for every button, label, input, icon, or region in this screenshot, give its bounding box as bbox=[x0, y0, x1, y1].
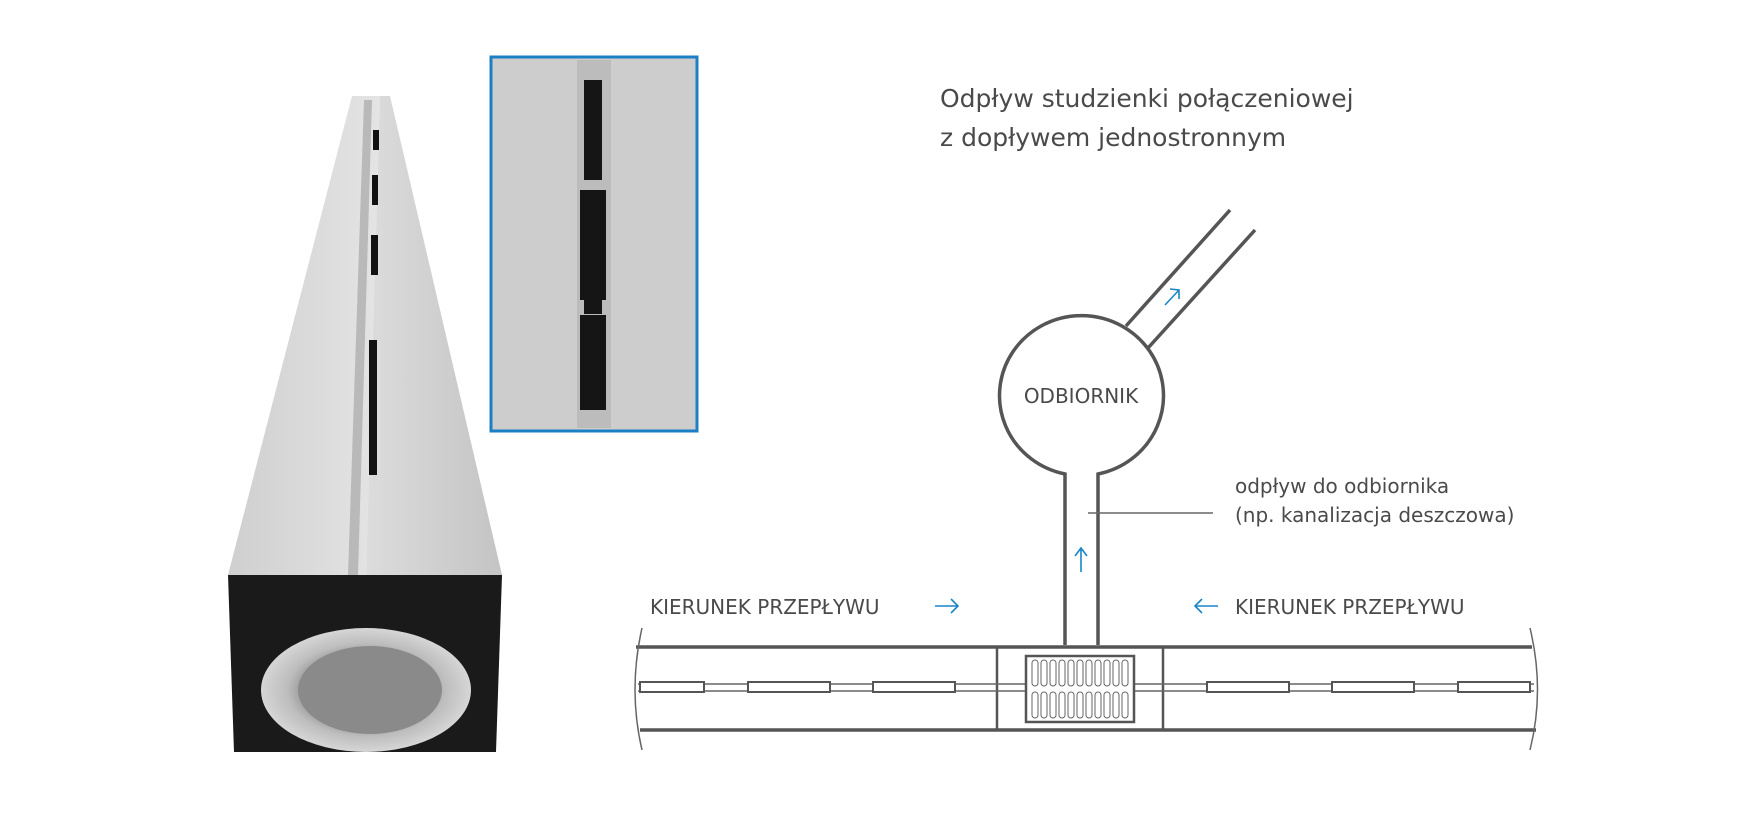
left-arrow-icon bbox=[1193, 598, 1218, 614]
grate bbox=[1024, 654, 1136, 724]
channel-product-photo bbox=[228, 96, 502, 752]
diagram-title-line1: Odpływ studzienki połączeniowej bbox=[940, 84, 1354, 113]
drainage-channel-schematic bbox=[634, 627, 1539, 751]
receiver-schematic bbox=[997, 208, 1257, 645]
outlet-note-line2: (np. kanalizacja deszczowa) bbox=[1235, 503, 1514, 527]
diagram-title-line2: z dopływem jednostronnym bbox=[940, 123, 1286, 152]
slot-closeup-photo bbox=[489, 55, 699, 433]
outlet-note-line1: odpływ do odbiornika bbox=[1235, 474, 1449, 498]
receiver-label: ODBIORNIK bbox=[1024, 384, 1139, 408]
up-arrow-icon bbox=[1074, 546, 1088, 572]
right-arrow-icon bbox=[935, 598, 960, 614]
flow-direction-right-label: KIERUNEK PRZEPŁYWU bbox=[1235, 595, 1464, 619]
outlet-arrow-icon bbox=[1164, 288, 1180, 306]
flow-direction-left-label: KIERUNEK PRZEPŁYWU bbox=[650, 595, 879, 619]
